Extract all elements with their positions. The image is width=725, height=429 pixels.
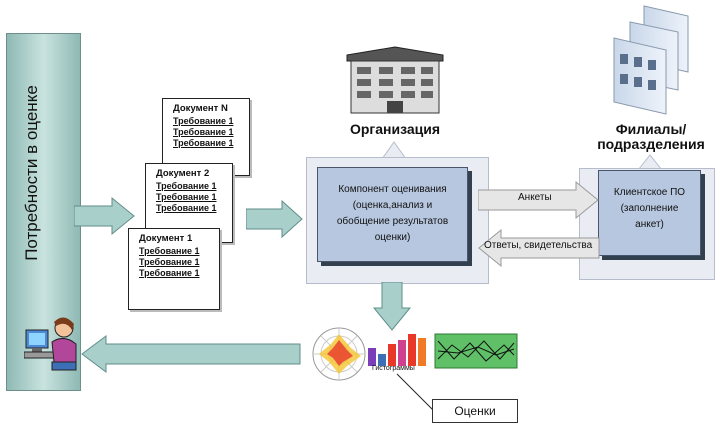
requirement: Требование 1 (173, 127, 234, 137)
arrow-to-documents (74, 196, 135, 236)
branches-buildings-icon (613, 5, 689, 115)
component-line: оценки) (374, 232, 411, 243)
document-title: Документ 1 (139, 233, 193, 244)
requirement: Требование 1 (173, 116, 234, 126)
histogram-label: Гистограммы (372, 365, 415, 372)
needs-label: Потребности в оценке (22, 85, 41, 261)
branches-title-line: Филиалы/ (615, 121, 687, 137)
client-line: Клиентское ПО (613, 187, 686, 198)
arrow-return (81, 335, 301, 373)
assessment-component: Компонент оценивания (оценка,анализ и об… (317, 167, 468, 262)
histogram-icon (368, 334, 426, 366)
requirement: Требование 1 (139, 268, 200, 278)
branches-title-line: подразделения (597, 136, 705, 152)
results-pointer-line (396, 373, 434, 411)
person-computer-icon (24, 317, 77, 371)
document-title: Документ N (173, 103, 228, 114)
forms-label: Анкеты (518, 192, 552, 203)
requirement: Требование 1 (173, 138, 234, 148)
client-line: (заполнение (620, 203, 679, 214)
branches-title: Филиалы/ подразделения (596, 122, 706, 152)
requirement: Требование 1 (156, 203, 217, 213)
organization-title: Организация (349, 121, 441, 137)
arrow-forms (478, 180, 599, 220)
requirement: Требование 1 (156, 192, 217, 202)
radar-chart-thumbnail (312, 327, 366, 381)
requirement: Требование 1 (139, 246, 200, 256)
document-title: Документ 2 (156, 168, 210, 179)
component-line: (оценка,анализ и (352, 200, 433, 211)
document-1: Документ 1 Требование 1 Требование 1 Тре… (128, 228, 220, 310)
arrow-to-organization (246, 199, 303, 239)
client-software: Клиентское ПО (заполнение анкет) (598, 170, 701, 256)
client-line: анкет) (635, 219, 664, 230)
line-chart-thumbnail (434, 333, 518, 369)
requirement: Требование 1 (139, 257, 200, 267)
requirement: Требование 1 (156, 181, 217, 191)
results-box: Оценки (432, 399, 518, 423)
organization-building-icon (346, 46, 444, 114)
component-line: Компонент оценивания (338, 184, 447, 195)
answers-label: Ответы, свидетельства (484, 240, 593, 251)
arrow-down (372, 282, 412, 331)
component-line: обобщение результатов (336, 216, 449, 227)
arrow-answers (478, 228, 600, 268)
